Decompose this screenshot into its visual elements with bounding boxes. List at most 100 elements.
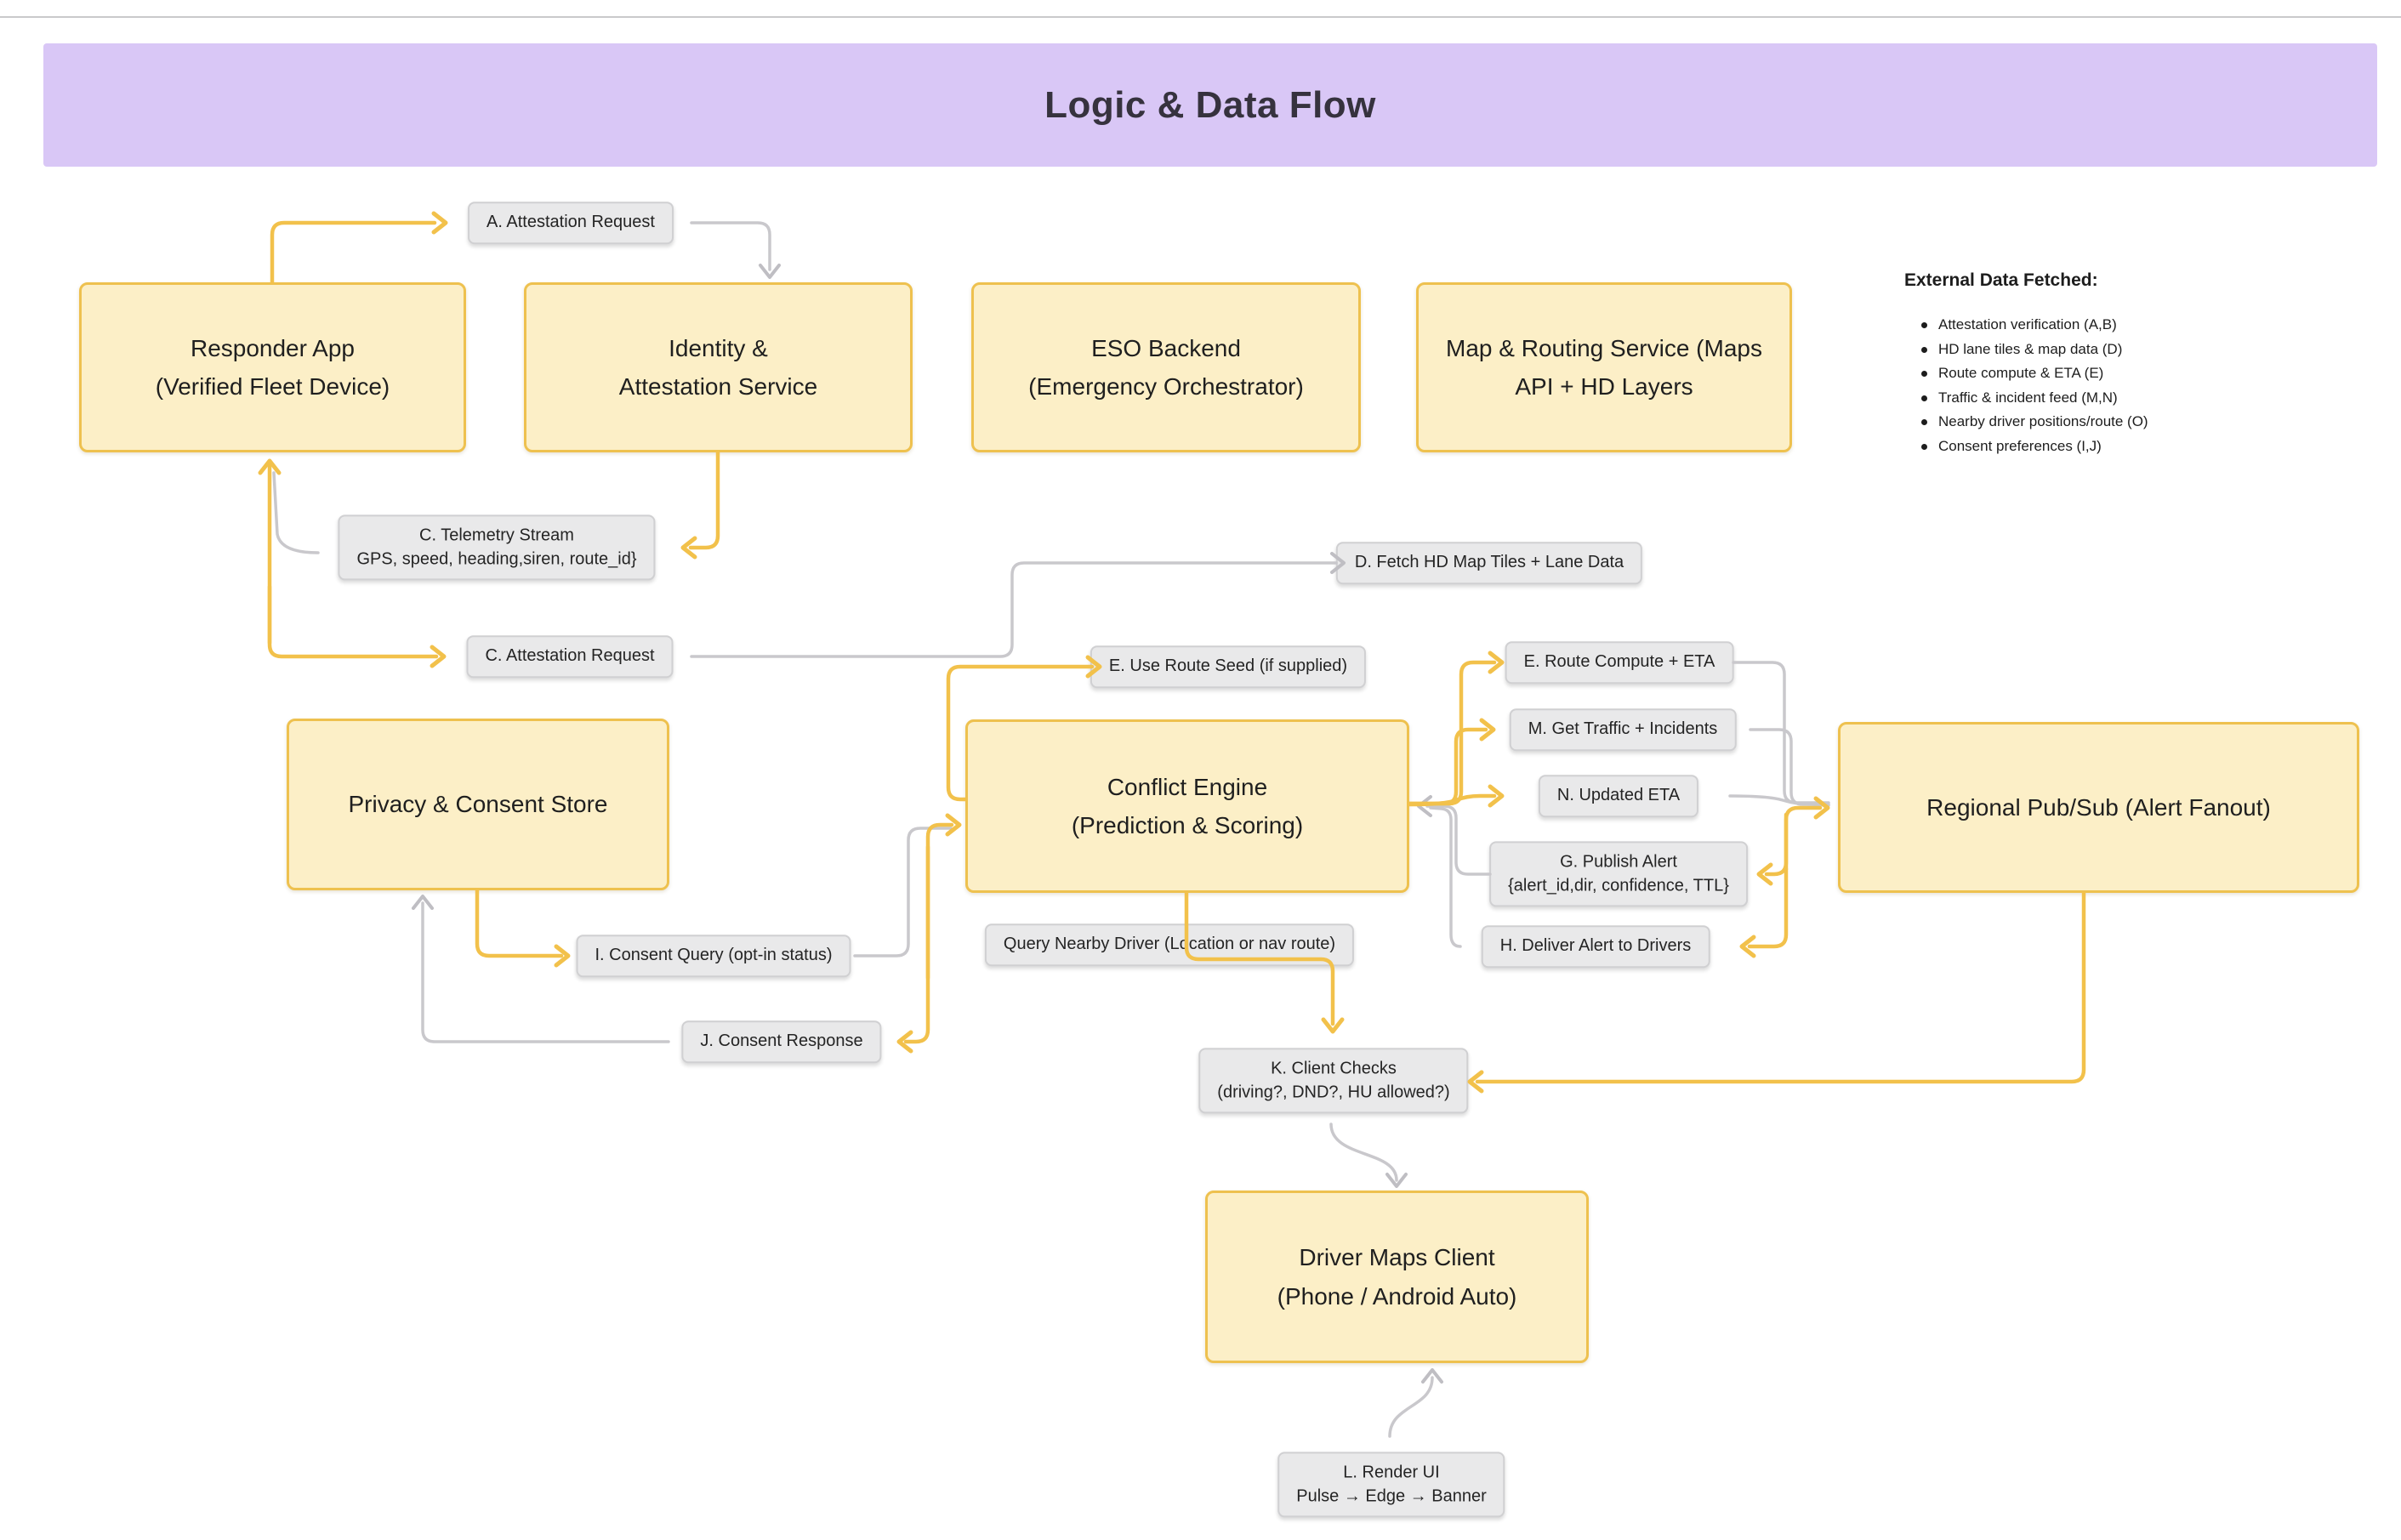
node-privacy: Privacy & Consent Store [287,719,669,890]
flow-edge-gray [853,827,953,958]
flow-edge-yellow [903,844,930,1044]
edge-label-line: G. Publish Alert [1560,852,1677,872]
node-label-line: Attestation Service [618,373,818,400]
flow-edge-gray [1429,806,1462,948]
node-identity: Identity & Attestation Service [524,282,913,452]
page-top-divider [0,16,2401,18]
edge-label-line: M. Get Traffic + Incidents [1528,719,1718,739]
flow-edge-yellow [1407,660,1497,806]
arrowhead-icon [1479,718,1496,742]
arrowhead-icon [1417,795,1432,817]
node-label-line: (Verified Fleet Device) [155,373,390,400]
node-regional: Regional Pub/Sub (Alert Fanout) [1838,722,2359,893]
arrowhead-icon [1813,796,1830,820]
edge-label-line: Pulse → Edge → Banner [1296,1486,1487,1505]
edge-label-query-nearby-driver: Query Nearby Driver (Location or nav rou… [984,923,1355,966]
node-label-line: Conflict Engine [1107,773,1268,800]
flow-edge-gray [1732,661,1830,804]
flow-edge-yellow [1407,793,1497,807]
node-label-line: (Emergency Orchestrator) [1028,373,1304,400]
arrowhead-icon [680,536,697,560]
flow-edge-yellow [1764,812,1789,877]
flow-edge-gray [1329,1122,1398,1182]
flow-edge-yellow [1747,867,1789,949]
node-label-line: (Prediction & Scoring) [1071,812,1304,838]
node-label-line: (Phone / Android Auto) [1277,1282,1517,1310]
flow-edge-yellow [1475,890,2086,1084]
flow-edge-gray [1749,728,1830,806]
edge-label-line: E. Route Compute + ETA [1523,652,1715,672]
flow-edge-gray [690,561,1338,658]
arrowhead-icon [1385,1173,1408,1188]
external-data-item: Attestation verification (A,B) [1921,313,2381,338]
flow-edge-gray [1388,1376,1434,1438]
flow-edge-yellow [475,888,564,958]
arrowhead-icon [431,211,448,235]
arrowhead-icon [1488,651,1505,674]
arrowhead-icon [1488,784,1505,808]
edge-label-line: J. Consent Response [700,1031,863,1051]
arrowhead-icon [430,645,447,668]
external-data-item: Nearby driver positions/route (O) [1921,410,2381,435]
edge-label-line: Query Nearby Driver (Location or nav rou… [1003,935,1336,954]
external-data-item: Consent preferences (I,J) [1921,435,2381,459]
external-data-item: Traffic & incident feed (M,N) [1921,386,2381,411]
edge-label-line: N. Updated ETA [1556,786,1681,805]
flow-edge-gray [690,221,771,271]
title-banner: Logic & Data Flow [43,43,2377,167]
flow-edge-gray [272,471,320,554]
edge-label-g-publish-alert: G. Publish Alert {alert_id,dir, confidenc… [1489,841,1748,907]
edge-label-line: I. Consent Query (opt-in status) [595,946,833,965]
node-eso: ESO Backend(Emergency Orchestrator) [971,282,1361,452]
edge-label-i-consent-query: I. Consent Query (opt-in status) [576,935,851,977]
edge-label-j-consent-response: J. Consent Response [681,1020,882,1063]
arrowhead-icon [1739,935,1756,958]
flow-edge-yellow [1784,805,1823,872]
edge-label-line: E. Use Route Seed (if supplied) [1108,656,1348,676]
flow-edge-gray [1728,794,1830,807]
node-conflict: Conflict Engine (Prediction & Scoring) [965,719,1409,893]
arrowhead-icon [554,944,571,968]
arrowhead-icon [1321,1017,1345,1034]
external-data-item: Route compute & ETA (E) [1921,361,2381,386]
arrowhead-icon [945,813,962,837]
flow-edge-yellow [925,822,954,980]
flow-edge-yellow [1407,727,1488,806]
edge-label-line: A. Attestation Request [486,213,655,232]
edge-label-e-use-route-seed: E. Use Route Seed (if supplied) [1090,645,1367,688]
external-data-item: HD lane tiles & map data (D) [1921,338,2381,362]
edge-label-d-fetch-hd-map-tiles: D. Fetch HD Map Tiles + Lane Data [1335,542,1643,584]
edge-label-line: (driving?, DND?, HU allowed?) [1217,1083,1450,1101]
node-responder: Responder App (Verified Fleet Device) [79,282,466,452]
flow-edge-yellow [688,450,720,550]
flow-edge-yellow [270,220,437,285]
edge-label-k-client-checks: K. Client Checks (driving?, DND?, HU allo… [1198,1048,1469,1114]
edge-label-line: L. Render UI [1343,1463,1440,1482]
flow-edge-yellow [267,584,439,659]
external-data-heading: External Data Fetched: [1904,270,2098,290]
edge-label-line: C. Telemetry Stream [419,526,574,545]
node-label-line: Responder App [190,334,356,361]
external-data-list: Attestation verification (A,B)HD lane ti… [1904,313,2381,458]
edge-label-h-deliver-alert: H. Deliver Alert to Drivers [1481,925,1710,968]
edge-label-l-render-ui: L. Render UI Pulse → Edge → Banner [1277,1452,1505,1518]
arrowhead-icon [258,458,282,475]
edge-label-n-updated-eta: N. Updated ETA [1538,775,1699,817]
edge-label-line: H. Deliver Alert to Drivers [1499,936,1692,956]
page-title: Logic & Data Flow [1044,83,1376,126]
arrowhead-icon [412,895,434,910]
external-data-panel: External Data Fetched: Attestation verif… [1904,270,2381,458]
edge-label-line: {alert_id,dir, confidence, TTL} [1508,876,1729,895]
flow-edge-gray [1425,804,1492,876]
edge-label-line: K. Client Checks [1271,1059,1397,1078]
node-label-line: Identity & [669,334,768,361]
arrowhead-icon [1756,862,1773,886]
node-label-line: Map & Routing Service (Maps [1446,334,1762,361]
node-label-line: API + HD Layers [1515,373,1693,400]
node-label-line: Driver Maps Client [1299,1244,1495,1271]
arrowhead-icon [1467,1070,1484,1094]
node-label-line: Regional Pub/Sub (Alert Fanout) [1926,793,2271,821]
